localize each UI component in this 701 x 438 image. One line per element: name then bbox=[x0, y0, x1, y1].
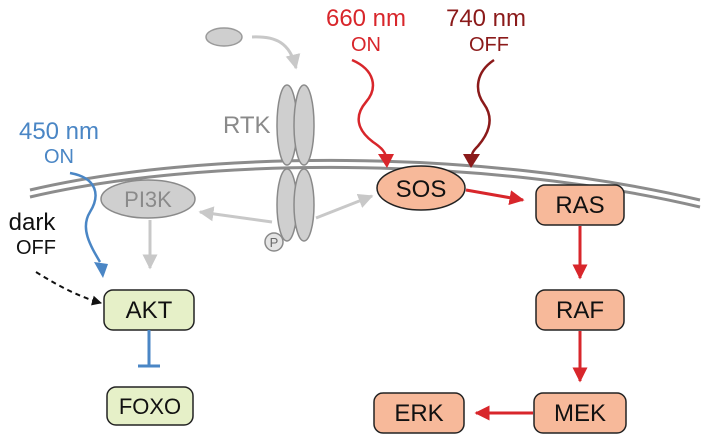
erk-label: ERK bbox=[394, 400, 443, 427]
akt-label: AKT bbox=[126, 297, 173, 324]
far-red-light-wave bbox=[470, 58, 495, 157]
red-light-wave bbox=[351, 58, 388, 157]
sos-to-ras-arrow bbox=[465, 188, 525, 206]
dark-label: dark bbox=[9, 209, 57, 236]
mek-node bbox=[533, 392, 627, 434]
sos-node bbox=[376, 165, 466, 211]
blue-light-wave bbox=[69, 171, 102, 263]
rtk-receptor bbox=[276, 84, 315, 242]
blue-light-state: ON bbox=[44, 146, 74, 168]
ligand bbox=[205, 27, 243, 47]
erk-node bbox=[373, 392, 465, 434]
mek-label: MEK bbox=[554, 400, 606, 427]
far-red-light-state: OFF bbox=[469, 34, 509, 56]
akt-inhibits-foxo bbox=[138, 330, 160, 368]
blue-light-wavelength: 450 nm bbox=[19, 118, 99, 145]
phospho-circle bbox=[264, 232, 284, 252]
rtk-to-pi3k-arrow bbox=[198, 206, 273, 224]
pi3k-node bbox=[100, 179, 196, 219]
foxo-node bbox=[106, 386, 194, 426]
raf-node bbox=[535, 289, 625, 331]
red-light-arrowhead bbox=[378, 154, 394, 168]
dark-arrow bbox=[35, 271, 102, 306]
red-light-state: ON bbox=[351, 34, 381, 56]
pi3k-label: PI3K bbox=[124, 187, 172, 212]
raf-label: RAF bbox=[556, 297, 604, 324]
rtk-label: RTK bbox=[223, 112, 271, 139]
red-light-wavelength: 660 nm bbox=[326, 5, 406, 32]
foxo-label: FOXO bbox=[119, 394, 181, 419]
sos-label: SOS bbox=[396, 176, 447, 203]
rtk-to-sos-arrow bbox=[315, 193, 374, 220]
phospho-label: P bbox=[270, 235, 279, 250]
ras-node bbox=[535, 184, 625, 226]
ligand-to-rtk-arrow bbox=[251, 35, 301, 70]
blue-light-arrowhead bbox=[94, 262, 108, 278]
far-red-light-wavelength: 740 nm bbox=[446, 5, 526, 32]
far-red-light-arrowhead bbox=[463, 154, 480, 168]
dark-state: OFF bbox=[16, 237, 56, 259]
ras-label: RAS bbox=[555, 192, 604, 219]
